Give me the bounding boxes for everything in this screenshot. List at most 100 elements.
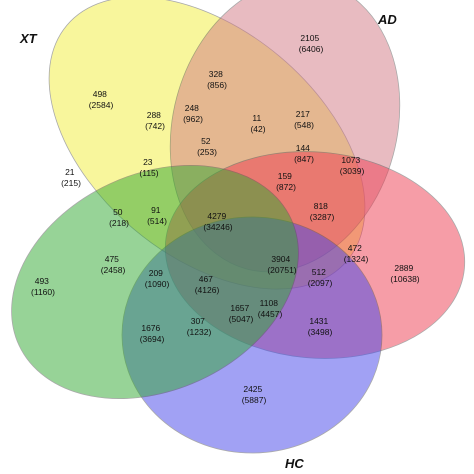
region-count-main: 21 (65, 167, 75, 177)
region-r31: 2425 (5887) (242, 384, 267, 405)
region-r19: 475 (2458) (101, 254, 126, 275)
region-count-sub: (514) (147, 216, 167, 226)
region-count-main: 159 (278, 171, 292, 181)
set-label-hc: HC (285, 456, 304, 471)
region-count-main: 328 (209, 69, 223, 79)
region-count-sub: (4126) (195, 285, 220, 295)
region-count-sub: (42) (250, 124, 265, 134)
region-count-main: 1676 (141, 323, 160, 333)
region-r23: 467 (4126) (195, 274, 220, 295)
region-count-sub: (5047) (229, 314, 254, 324)
region-count-main: 52 (201, 136, 211, 146)
region-count-sub: (2097) (308, 278, 333, 288)
region-count-sub: (218) (109, 218, 129, 228)
region-r10: 1073 (3039) (340, 155, 365, 176)
region-count-sub: (1232) (187, 327, 212, 337)
region-count-main: 2889 (394, 263, 413, 273)
region-r13: 159 (872) (276, 171, 296, 192)
region-count-sub: (1324) (344, 254, 369, 264)
region-count-main: 248 (185, 103, 199, 113)
region-count-main: 4279 (207, 211, 226, 221)
region-r6: 11 (42) (250, 113, 265, 134)
region-count-main: 1431 (309, 316, 328, 326)
region-r5: 248 (962) (183, 103, 203, 124)
region-count-main: 2425 (243, 384, 262, 394)
region-r30: 1431 (3498) (308, 316, 333, 337)
region-count-main: 11 (252, 113, 261, 123)
region-count-sub: (5887) (242, 395, 267, 405)
region-r25: 493 (1160) (31, 276, 55, 297)
region-count-sub: (115) (139, 168, 158, 178)
region-count-sub: (856) (207, 80, 227, 90)
region-count-sub: (4457) (258, 309, 283, 319)
region-r7: 217 (548) (294, 109, 314, 130)
region-count-main: 2105 (300, 33, 319, 43)
region-r21: 472 (1324) (344, 243, 369, 264)
region-count-main: 144 (296, 143, 310, 153)
region-count-main: 209 (149, 268, 163, 278)
region-r15: 50 (218) (109, 207, 129, 228)
region-count-sub: (6406) (299, 44, 324, 54)
region-count-sub: (3287) (310, 212, 335, 222)
region-count-sub: (2584) (89, 100, 114, 110)
region-r3: 328 (856) (207, 69, 227, 90)
set-label-xt: XT (19, 31, 38, 46)
region-r29: 1657 (5047) (229, 303, 254, 324)
region-r24: 512 (2097) (308, 267, 333, 288)
region-count-main: 23 (143, 157, 153, 167)
region-count-main: 1108 (260, 298, 279, 308)
region-count-sub: (2458) (101, 265, 126, 275)
region-r2: 2105 (6406) (299, 33, 324, 54)
region-r8: 52 (253) (197, 136, 217, 157)
region-count-main: 498 (93, 89, 107, 99)
region-count-sub: (3694) (140, 334, 165, 344)
set-shapes (11, 0, 466, 454)
region-count-main: 818 (314, 201, 328, 211)
region-count-sub: (3039) (340, 166, 365, 176)
region-r18: 2889 (10638) (390, 263, 419, 284)
region-count-main: 217 (296, 109, 310, 119)
region-count-sub: (215) (61, 178, 81, 188)
region-r9: 144 (847) (294, 143, 314, 164)
region-r4: 288 (742) (145, 110, 165, 131)
region-count-sub: (872) (276, 182, 296, 192)
region-r16: 91 (514) (147, 205, 167, 226)
region-count-main: 3904 (271, 254, 290, 264)
region-r22: 209 (1090) (145, 268, 170, 289)
set-label-ad: AD (377, 12, 397, 27)
region-count-main: 467 (199, 274, 213, 284)
region-count-main: 1657 (230, 303, 249, 313)
region-count-sub: (962) (183, 114, 203, 124)
region-count-sub: (847) (294, 154, 314, 164)
region-count-main: 288 (147, 110, 161, 120)
region-count-main: 472 (348, 243, 362, 253)
region-r20: 3904 (20751) (267, 254, 296, 275)
region-r1: 498 (2584) (89, 89, 114, 110)
region-count-main: 512 (312, 267, 326, 277)
region-count-sub: (1090) (145, 279, 170, 289)
region-r11: 21 (215) (61, 167, 81, 188)
region-count-sub: (253) (197, 147, 217, 157)
region-count-sub: (34246) (203, 222, 232, 232)
region-count-main: 307 (191, 316, 205, 326)
set-green-ellipse (11, 164, 299, 400)
region-r28: 307 (1232) (187, 316, 212, 337)
region-count-sub: (10638) (390, 274, 419, 284)
region-count-main: 91 (151, 205, 161, 215)
region-count-main: 1073 (341, 155, 360, 165)
region-count-sub: (548) (294, 120, 314, 130)
set-labels: XT AD HC (19, 12, 397, 471)
region-r12: 23 (115) (139, 157, 158, 178)
region-r17: 4279 (34246) (203, 211, 232, 232)
region-count-main: 493 (35, 276, 49, 286)
region-count-main: 475 (105, 254, 119, 264)
region-r27: 1676 (3694) (140, 323, 165, 344)
region-count-sub: (3498) (308, 327, 333, 337)
region-count-sub: (20751) (267, 265, 296, 275)
region-r14: 818 (3287) (310, 201, 335, 222)
region-counts: 498 (2584) 2105 (6406) 328 (856) 288 (74… (31, 33, 420, 405)
region-r26: 1108 (4457) (258, 298, 283, 319)
region-count-main: 50 (113, 207, 123, 217)
region-count-sub: (1160) (31, 287, 55, 297)
